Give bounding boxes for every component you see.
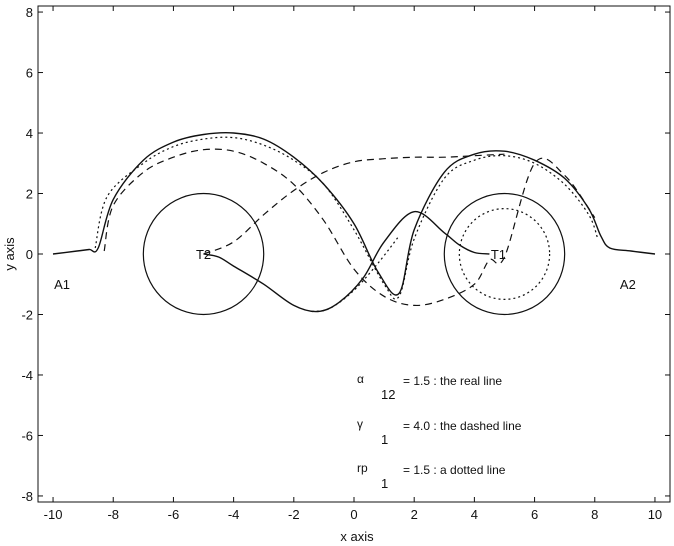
legend-subscript: 1 — [381, 476, 388, 491]
solid-line-1 — [203, 210, 490, 313]
legend: α 12 = 1.5 : the real line γ 1 = 4.0 : the da… — [357, 372, 522, 491]
legend-symbol: α — [357, 372, 364, 386]
legend-symbol: γ — [357, 417, 363, 431]
y-tick-label: -8 — [21, 489, 33, 504]
x-axis-title: x axis — [340, 529, 374, 544]
target-circle — [142, 192, 265, 316]
legend-subscript: 1 — [381, 432, 388, 447]
target-circle — [443, 192, 566, 316]
target-circles — [142, 192, 566, 316]
axis-ticks: -10 -8 -6 -4 -2 0 2 4 6 8 10 -8 -6 -4 -2 0 2 4 6 8 — [21, 5, 670, 522]
legend-subscript: 12 — [381, 387, 395, 402]
dotted-line-5 — [311, 235, 400, 313]
dotted-line-4 — [94, 136, 599, 300]
y-tick-label: 0 — [26, 247, 33, 262]
x-tick-label: 6 — [531, 507, 538, 522]
x-tick-label: -2 — [288, 507, 300, 522]
label-a1: A1 — [54, 277, 70, 292]
x-tick-label: -10 — [44, 507, 63, 522]
y-tick-label: 8 — [26, 5, 33, 20]
dashed-line-3 — [203, 153, 505, 255]
legend-text: = 1.5 : the real line — [403, 374, 502, 388]
label-a2: A2 — [620, 277, 636, 292]
x-tick-label: -6 — [168, 507, 180, 522]
y-tick-label: -2 — [21, 307, 33, 322]
dashed-line-2 — [103, 148, 596, 307]
y-tick-label: 2 — [26, 187, 33, 202]
point-annotations: A1 A2 T2 T1 — [54, 247, 636, 292]
plot-area — [37, 5, 671, 503]
x-tick-label: 4 — [471, 507, 478, 522]
x-tick-label: 10 — [648, 507, 662, 522]
y-tick-label: -6 — [21, 428, 33, 443]
y-tick-label: 4 — [26, 126, 33, 141]
y-axis-title: y axis — [2, 237, 17, 271]
y-tick-label: -4 — [21, 368, 33, 383]
solid-line-0 — [52, 132, 656, 296]
legend-text: = 4.0 : the dashed line — [403, 419, 522, 433]
legend-symbol: rp — [357, 461, 368, 475]
x-tick-label: -8 — [107, 507, 119, 522]
x-tick-label: 8 — [591, 507, 598, 522]
label-t1: T1 — [491, 247, 506, 262]
dotted-circle — [458, 208, 551, 300]
legend-text: = 1.5 : a dotted line — [403, 463, 506, 477]
label-t2: T2 — [196, 247, 211, 262]
x-tick-label: 0 — [350, 507, 357, 522]
y-tick-label: 6 — [26, 66, 33, 81]
trajectory-series — [52, 132, 656, 313]
x-tick-label: -4 — [228, 507, 240, 522]
x-tick-label: 2 — [411, 507, 418, 522]
